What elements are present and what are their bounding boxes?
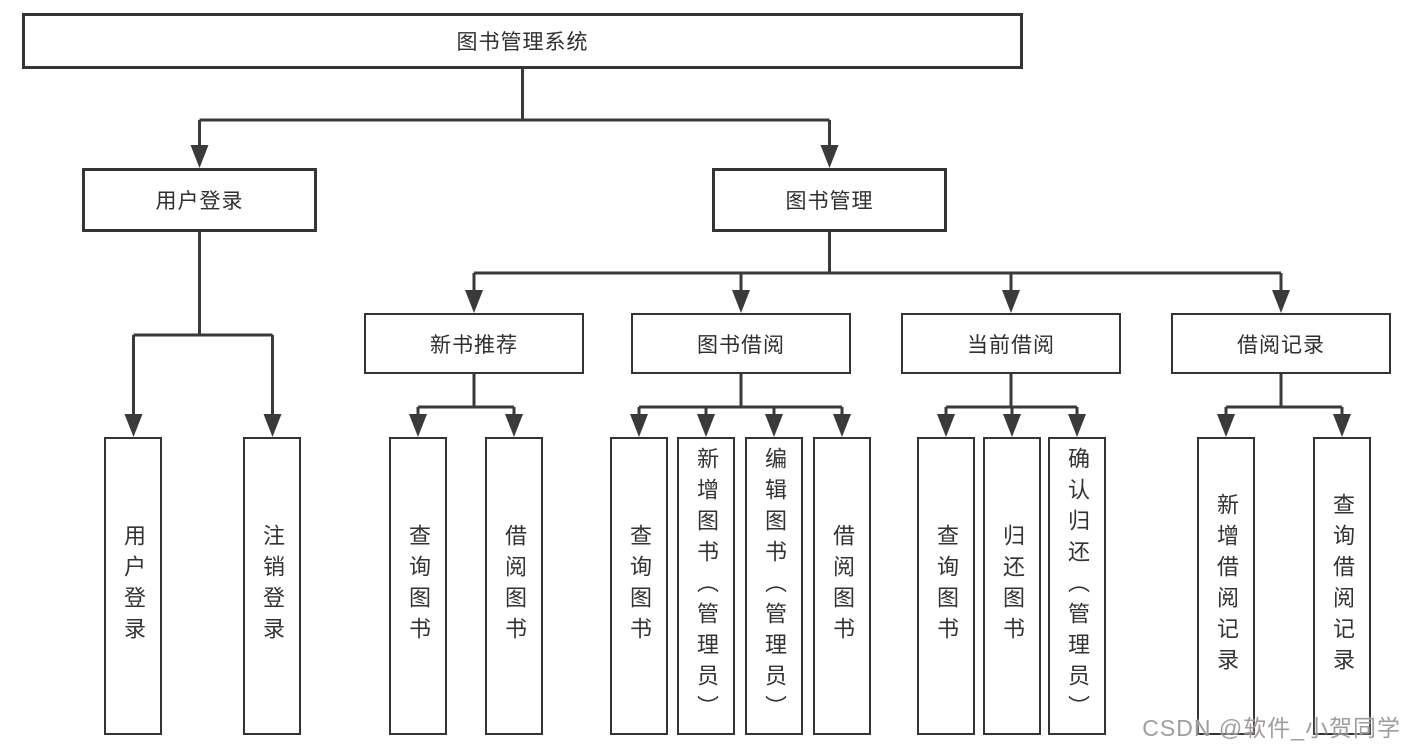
node-book-borrow-label: 图书借阅 — [697, 333, 785, 357]
arrowheads — [124, 145, 1351, 437]
leaf-br-add-record-label: 新增借阅记录 — [1214, 493, 1239, 679]
node-root-label: 图书管理系统 — [456, 31, 589, 54]
leaf-cb-return-books: 归还图书 — [983, 437, 1041, 735]
node-user-login-branch-label: 用户登录 — [155, 190, 244, 213]
leaf-br-query-record: 查询借阅记录 — [1313, 437, 1371, 735]
leaf-br-query-record-label: 查询借阅记录 — [1330, 493, 1355, 679]
leaf-logout-label: 注销登录 — [260, 524, 285, 648]
leaf-nbr-borrow-books: 借阅图书 — [485, 437, 543, 735]
leaf-cb-confirm-return-admin: 确认归还（管理员） — [1048, 437, 1106, 735]
node-current-borrow-label: 当前借阅 — [967, 333, 1055, 357]
node-borrow-records-label: 借阅记录 — [1237, 333, 1325, 357]
leaf-user-login: 用户登录 — [104, 437, 162, 735]
leaf-bb-borrow-books-label: 借阅图书 — [830, 524, 855, 648]
leaf-bb-add-books-admin: 新增图书（管理员） — [677, 437, 735, 735]
node-current-borrow: 当前借阅 — [901, 313, 1121, 374]
leaf-bb-borrow-books: 借阅图书 — [813, 437, 871, 735]
node-book-management-branch-label: 图书管理 — [785, 190, 874, 213]
leaf-nbr-query-books-label: 查询图书 — [406, 524, 431, 648]
leaf-nbr-borrow-books-label: 借阅图书 — [502, 524, 527, 648]
leaf-cb-confirm-return-admin-label: 确认归还（管理员） — [1065, 446, 1090, 726]
leaf-nbr-query-books: 查询图书 — [389, 437, 447, 735]
leaf-cb-query-books-label: 查询图书 — [934, 524, 959, 648]
node-user-login-branch: 用户登录 — [82, 168, 317, 232]
node-new-book-recommend-label: 新书推荐 — [430, 333, 518, 357]
watermark: CSDN @软件_小贺同学 — [1142, 715, 1401, 741]
leaf-bb-add-books-admin-label: 新增图书（管理员） — [694, 446, 719, 726]
leaf-bb-edit-books-admin-label: 编辑图书（管理员） — [762, 446, 787, 726]
leaf-bb-edit-books-admin: 编辑图书（管理员） — [745, 437, 803, 735]
leaf-user-login-label: 用户登录 — [121, 524, 146, 648]
leaf-cb-query-books: 查询图书 — [917, 437, 975, 735]
node-borrow-records: 借阅记录 — [1171, 313, 1391, 374]
leaf-br-add-record: 新增借阅记录 — [1197, 437, 1255, 735]
node-book-borrow: 图书借阅 — [631, 313, 851, 374]
leaf-bb-query-books: 查询图书 — [610, 437, 668, 735]
node-root: 图书管理系统 — [22, 13, 1023, 69]
node-book-management-branch: 图书管理 — [712, 168, 947, 232]
leaf-bb-query-books-label: 查询图书 — [627, 524, 652, 648]
leaf-cb-return-books-label: 归还图书 — [1000, 524, 1025, 648]
node-new-book-recommend: 新书推荐 — [364, 313, 584, 374]
leaf-logout: 注销登录 — [243, 437, 301, 735]
